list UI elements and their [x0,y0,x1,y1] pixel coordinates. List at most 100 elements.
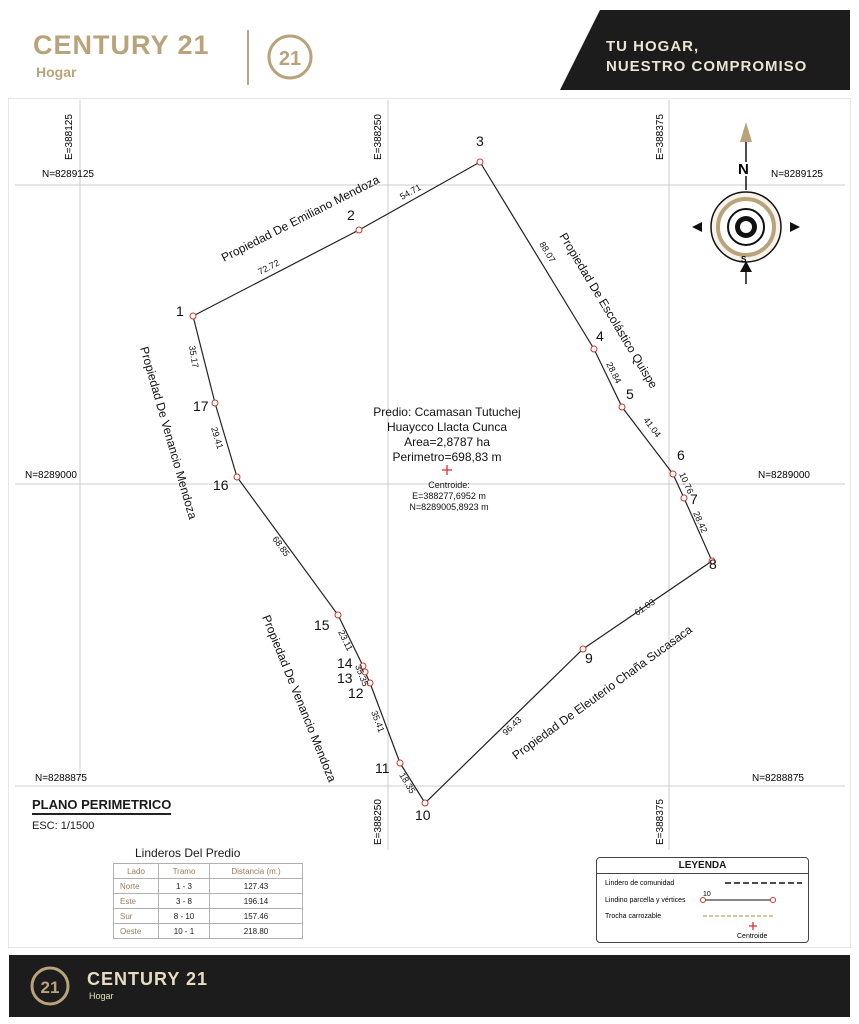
legend-item-parcela: Lindino parcella y vértices [605,897,686,904]
vertex-marker-16 [233,473,241,481]
lado-cell: Este [113,893,159,909]
e-label-1: E=388125 [64,114,75,160]
slogan-line-1: TU HOGAR, [606,38,700,55]
legend-item-centroide: Centroide [737,933,767,940]
perimeter-map: E=388125 E=388250 E=388375 E=388250 E=38… [7,97,852,949]
legend-centroid-icon [749,922,757,930]
vertex-marker-15 [334,611,342,619]
lado-cell: Oeste [113,923,159,939]
predio-name-line-1: Predio: Ccamasan Tutuchej [373,405,520,419]
header-tramo: Tramo [158,863,210,879]
n-label-2-right: N=8289000 [758,470,810,481]
vertex-marker-6 [669,470,677,478]
footer-brand-sub: Hogar [89,991,114,1001]
header-distancia: Distancia (m.) [209,863,303,879]
vertex-label-16: 16 [213,477,229,493]
vertex-marker-5 [618,403,626,411]
plano-title: PLANO PERIMETRICO [32,797,172,815]
header: CENTURY 21 Hogar 21 TU HOGAR, NUESTRO CO… [0,0,859,95]
parcel-boundary [192,161,713,804]
tramo-cell: 10 - 1 [158,923,210,939]
vertex-marker-10 [421,799,429,807]
vertex-marker-8 [708,557,716,565]
predio-perimetro: Perimetro=698,83 m [392,450,501,464]
linderos-table: Lado Tramo Distancia (m.) Norte 1 - 3 12… [113,863,303,939]
n-label-1-left: N=8289125 [42,169,94,180]
legend-box: LEYENDA Lindero de comunidad Lindino par… [596,857,809,943]
linderos-header-row: Lado Tramo Distancia (m.) [113,863,303,879]
vertex-label-3: 3 [476,133,484,149]
distancia-cell: 218.80 [209,923,303,939]
n-label-3-left: N=8288875 [35,773,87,784]
vertex-label-13: 13 [337,670,353,686]
vertex-marker-12 [366,679,374,687]
compass-south-label: S [741,255,747,264]
vertex-marker-3 [476,158,484,166]
segment-label-17-1: 35.17 [187,345,200,369]
vertex-label-14: 14 [337,655,353,671]
centroide-e: E=388277,6952 m [412,491,486,501]
n-label-1-right: N=8289125 [771,169,823,180]
centroide-label: Centroide: [428,480,470,490]
vertex-label-6: 6 [677,447,685,463]
footer-seal-text: 21 [41,978,60,997]
table-row: Norte 1 - 3 127.43 [113,878,303,894]
vertex-label-2: 2 [347,207,355,223]
vertex-marker-7 [680,494,688,502]
north-arrow-compass-icon: N S [692,122,800,284]
vertex-marker-17 [211,399,219,407]
tramo-cell: 3 - 8 [158,893,210,909]
e-label-2-top: E=388250 [373,114,384,160]
distancia-cell: 157.46 [209,908,303,924]
e-label-3-bottom: E=388375 [655,799,666,845]
map-frame: E=388125 E=388250 E=388375 E=388250 E=38… [7,97,852,949]
vertex-marker-4 [590,345,598,353]
vertex-label-10: 10 [415,807,431,823]
vertex-label-17: 17 [193,398,209,414]
seal-text: 21 [279,48,301,70]
centroide-n: N=8289005,8923 m [409,502,488,512]
vertex-marker-14 [359,662,367,670]
legend-item-trocha: Trocha carrozable [605,913,661,920]
e-label-3-top: E=388375 [655,114,666,160]
vertex-label-7: 7 [690,491,698,507]
vertex-label-9: 9 [585,650,593,666]
compass-north-label: N [738,161,749,178]
tramo-cell: 8 - 10 [158,908,210,924]
distancia-cell: 196.14 [209,893,303,909]
grid-lines [15,100,845,850]
lado-cell: Norte [113,878,159,894]
n-label-2-left: N=8289000 [25,470,77,481]
legend-vertex-left [700,897,706,903]
vertex-label-15: 15 [314,617,330,633]
legend-items: Lindero de comunidad Lindino parcella y … [605,880,802,940]
plano-scale: ESC: 1/1500 [32,820,95,832]
vertex-label-8: 8 [709,556,717,572]
tramo-cell: 1 - 3 [158,878,210,894]
vertex-marker-9 [579,645,587,653]
footer-brand-name: CENTURY 21 [87,969,209,989]
brand-divider [247,30,249,85]
centroid-marker [442,465,452,475]
slogan-box [560,10,850,90]
footer: 21 CENTURY 21 Hogar [9,955,850,1017]
slogan-line-2: NUESTRO COMPROMISO [606,58,808,75]
vertex-marker-11 [396,759,404,767]
vertex-label-12: 12 [348,685,364,701]
vertex-marker-2 [355,226,363,234]
legend-sample-number: 10 [703,891,711,898]
legend-item-comunidad: Lindero de comunidad [605,880,674,887]
e-label-2-bottom: E=388250 [373,799,384,845]
vertex-label-4: 4 [596,328,604,344]
vertex-label-1: 1 [176,303,184,319]
vertex-markers [189,158,716,807]
vertex-marker-1 [189,312,197,320]
table-row: Este 3 - 8 196.14 [113,893,303,909]
lado-cell: Sur [113,908,159,924]
legend-vertex-right [770,897,776,903]
brand-sub: Hogar [36,64,77,80]
n-label-3-right: N=8288875 [752,773,804,784]
table-row: Sur 8 - 10 157.46 [113,908,303,924]
distancia-cell: 127.43 [209,878,303,894]
legend-title: LEYENDA [597,858,808,874]
